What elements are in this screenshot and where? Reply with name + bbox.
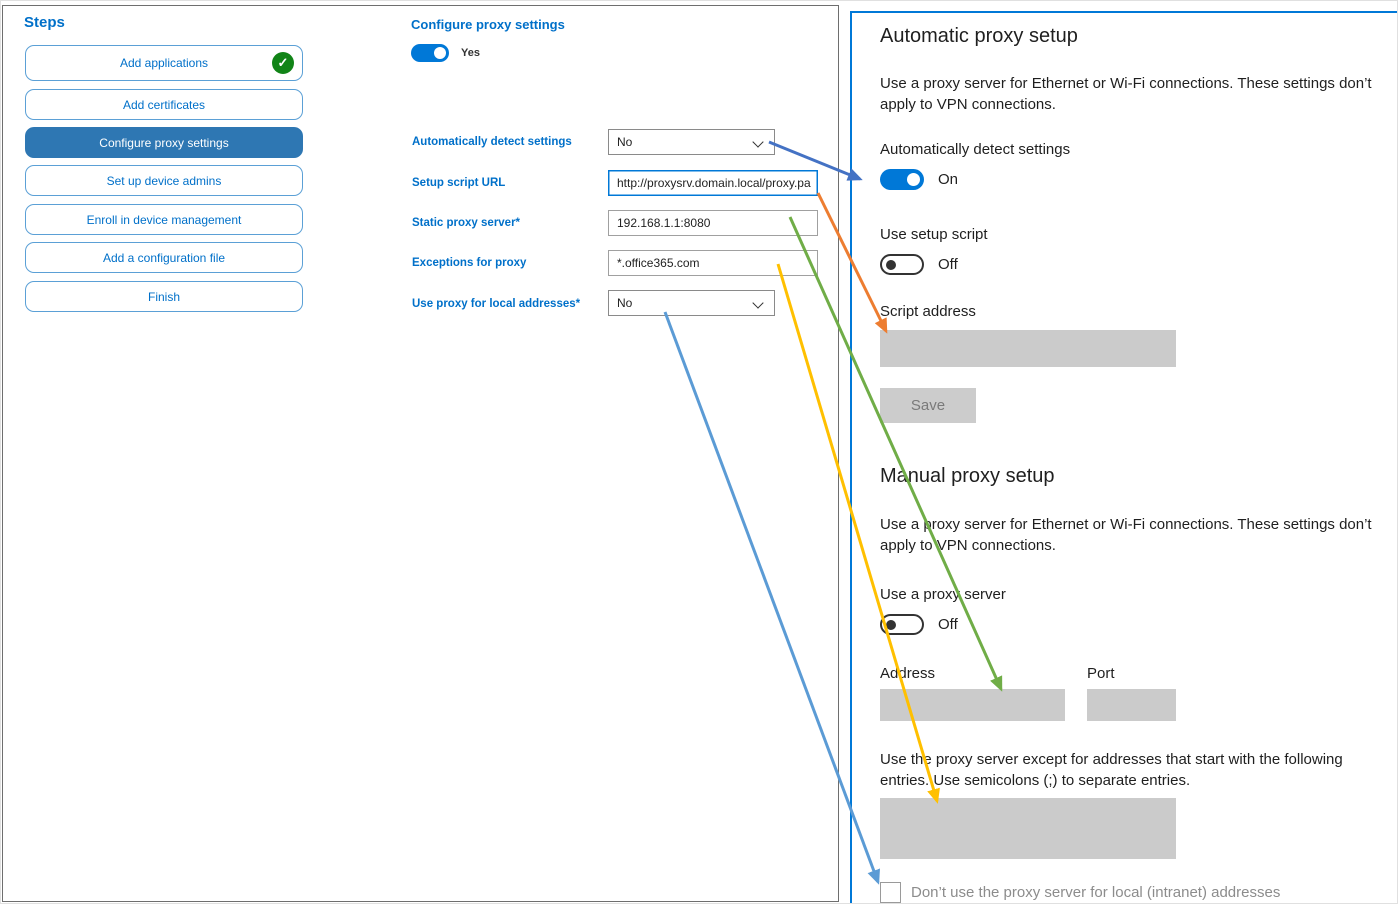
windows-proxy-settings-panel: Automatic proxy setup Use a proxy server…: [850, 11, 1397, 903]
page-title: Configure proxy settings: [411, 17, 565, 32]
auto-detect-settings-label: Automatically detect settings: [880, 141, 1071, 158]
port-label: Port: [1087, 665, 1115, 682]
field-label-setup-script-url: Setup script URL: [412, 177, 506, 189]
use-setup-script-toggle-state: Off: [938, 256, 958, 273]
exceptions-for-proxy-input[interactable]: *.office365.com: [608, 250, 818, 276]
sidebar-item-enroll-in-device-management[interactable]: Enroll in device management: [25, 204, 303, 235]
completed-check-icon: ✓: [272, 52, 294, 74]
step-label: Enroll in device management: [86, 212, 242, 227]
input-value: http://proxysrv.domain.local/proxy.pa: [617, 176, 811, 190]
auto-detect-toggle-state: On: [938, 171, 959, 188]
sidebar-item-set-up-device-admins[interactable]: Set up device admins: [25, 165, 303, 196]
setup-script-url-input[interactable]: http://proxysrv.domain.local/proxy.pa: [608, 170, 818, 196]
auto-detect-settings-toggle[interactable]: [880, 169, 924, 190]
toggle-knob: [907, 173, 920, 186]
use-a-proxy-server-toggle[interactable]: [880, 614, 924, 635]
step-label: Add certificates: [122, 97, 206, 112]
toggle-knob: [434, 47, 446, 59]
sidebar-item-add-applications[interactable]: Add applications ✓: [25, 45, 303, 81]
enable-proxy-toggle-label: Yes: [461, 47, 480, 59]
proxy-exceptions-description: Use the proxy server except for addresse…: [880, 751, 1343, 789]
wizard-window: Steps Add applications ✓ Add certificate…: [2, 5, 839, 902]
manual-proxy-setup-heading: Manual proxy setup: [880, 465, 1055, 487]
step-label: Finish: [147, 289, 180, 304]
steps-title: Steps: [24, 14, 65, 31]
automatic-proxy-setup-heading: Automatic proxy setup: [880, 25, 1078, 47]
manual-proxy-description: Use a proxy server for Ethernet or Wi-Fi…: [880, 516, 1372, 554]
step-label: Add a configuration file: [102, 250, 226, 265]
use-setup-script-toggle[interactable]: [880, 254, 924, 275]
script-address-label: Script address: [880, 303, 976, 320]
step-label: Configure proxy settings: [99, 135, 229, 150]
port-input[interactable]: [1087, 689, 1176, 721]
field-label-static-proxy-server: Static proxy server*: [412, 217, 521, 229]
address-label: Address: [880, 665, 936, 682]
chevron-down-icon: [752, 297, 764, 309]
automatic-proxy-description: Use a proxy server for Ethernet or Wi-Fi…: [880, 75, 1372, 113]
intranet-addresses-checkbox-label: Don’t use the proxy server for local (in…: [911, 884, 1281, 901]
intranet-addresses-checkbox[interactable]: [880, 882, 901, 903]
field-label-use-proxy-local: Use proxy for local addresses*: [412, 298, 581, 310]
step-label: Add applications: [119, 56, 209, 70]
use-setup-script-label: Use setup script: [880, 226, 988, 243]
enable-proxy-toggle[interactable]: [411, 44, 449, 62]
field-label-exceptions-for-proxy: Exceptions for proxy: [412, 257, 527, 269]
chevron-down-icon: [752, 136, 764, 148]
sidebar-item-configure-proxy-settings[interactable]: Configure proxy settings: [25, 127, 303, 158]
use-a-proxy-server-toggle-state: Off: [938, 616, 958, 633]
use-a-proxy-server-label: Use a proxy server: [880, 586, 1006, 603]
sidebar-item-finish[interactable]: Finish: [25, 281, 303, 312]
step-label: Set up device admins: [106, 173, 222, 188]
save-button[interactable]: Save: [880, 388, 976, 423]
select-value: No: [617, 135, 633, 149]
address-input[interactable]: [880, 689, 1065, 721]
sidebar-item-add-a-configuration-file[interactable]: Add a configuration file: [25, 242, 303, 273]
script-address-input[interactable]: [880, 330, 1176, 367]
proxy-exceptions-input[interactable]: [880, 798, 1176, 859]
toggle-knob: [886, 259, 896, 270]
static-proxy-server-input[interactable]: 192.168.1.1:8080: [608, 210, 818, 236]
select-value: No: [617, 296, 633, 310]
field-label-auto-detect: Automatically detect settings: [412, 136, 572, 148]
use-proxy-local-select[interactable]: No: [608, 290, 775, 316]
input-value: 192.168.1.1:8080: [617, 216, 711, 230]
auto-detect-select[interactable]: No: [608, 129, 775, 155]
toggle-knob: [886, 619, 896, 630]
sidebar-item-add-certificates[interactable]: Add certificates: [25, 89, 303, 120]
input-value: *.office365.com: [617, 256, 700, 270]
